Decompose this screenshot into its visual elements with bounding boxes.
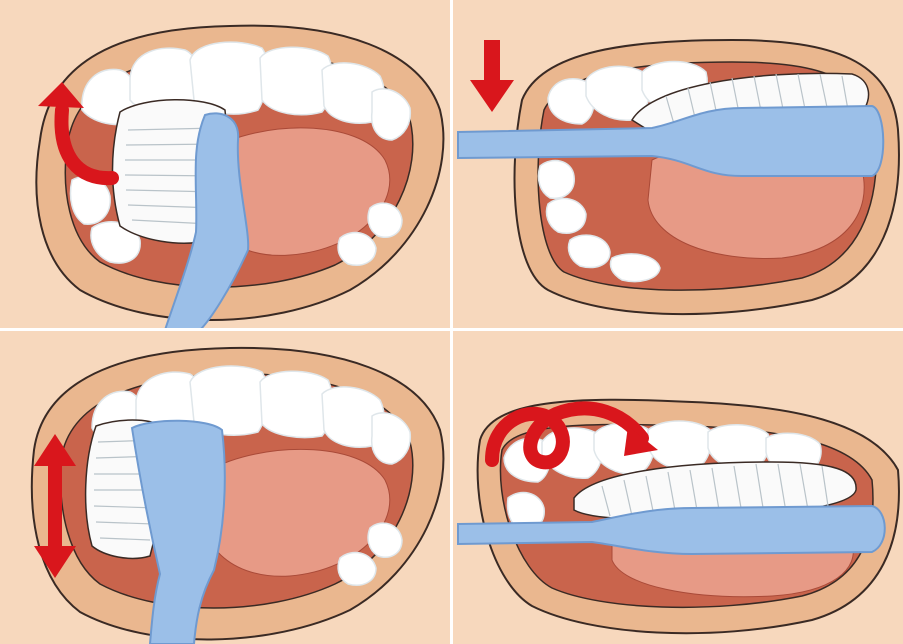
panel-divider-vertical: [450, 0, 453, 644]
panel-upper-left: [0, 0, 452, 330]
panel-upper-right: [452, 0, 903, 330]
panel-lower-left: [0, 330, 452, 644]
panel-lower-right-art: [452, 330, 903, 644]
panel-lower-left-art: [0, 330, 452, 644]
panel-upper-left-art: [0, 0, 452, 330]
panel-divider-horizontal: [0, 328, 903, 331]
panel-lower-right: [452, 330, 903, 644]
panel-upper-right-art: [452, 0, 903, 330]
